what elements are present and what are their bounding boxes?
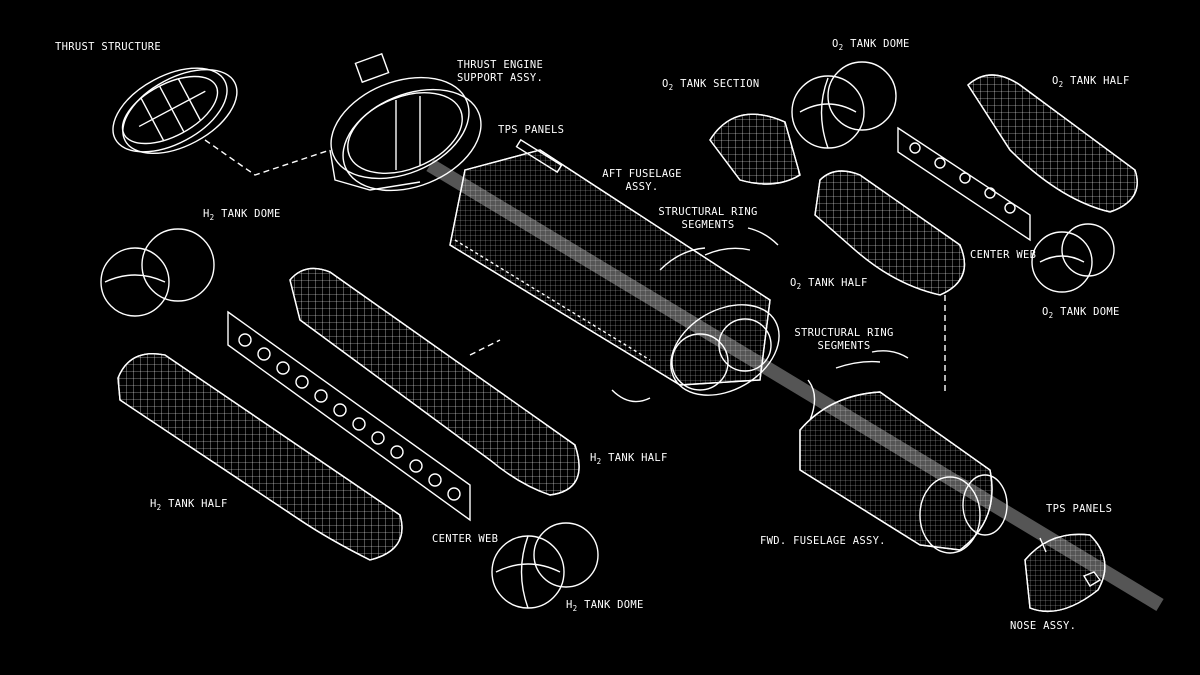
label-h2-tank-half-right: H2 TANK HALF — [590, 452, 668, 466]
h2-tank-half-right — [289, 267, 580, 496]
label-thrust-engine-line2: SUPPORT ASSY. — [457, 72, 544, 84]
o2-tank-dome-bottom — [1031, 223, 1115, 293]
o2-tank-dome-top — [791, 61, 897, 149]
h2-tank-dome-top — [100, 228, 215, 317]
label-o2-tank-half-mid: O2 TANK HALF — [790, 277, 868, 291]
label-center-web-left: CENTER WEB — [432, 533, 499, 545]
label-structural-ring-mid-line1: STRUCTURAL RING — [794, 327, 894, 339]
label-o2-tank-section: O2 TANK SECTION — [662, 78, 760, 92]
aft-fuselage-assy — [449, 138, 780, 403]
label-structural-ring-top-line2: SEGMENTS — [681, 219, 735, 231]
label-structural-ring-top-line1: STRUCTURAL RING — [658, 206, 758, 218]
label-o2-tank-half-top: O2 TANK HALF — [1052, 75, 1130, 89]
label-structural-ring-mid-line2: SEGMENTS — [817, 340, 871, 352]
fwd-fuselage-assy — [799, 391, 1008, 554]
label-h2-tank-half-left: H2 TANK HALF — [150, 498, 228, 512]
h2-tank-dome-bottom — [491, 522, 599, 609]
center-web-right — [897, 126, 1031, 242]
thrust-engine-support-assy — [329, 52, 482, 192]
label-h2-tank-dome-top: H2 TANK DOME — [203, 208, 281, 222]
o2-tank-half-top — [967, 74, 1138, 213]
nose-assy — [1024, 533, 1106, 613]
leader-left — [469, 339, 501, 356]
label-o2-tank-dome-top: O2 TANK DOME — [832, 38, 910, 52]
label-nose-assy: NOSE ASSY. — [1010, 620, 1077, 632]
thrust-structure — [112, 67, 238, 155]
label-aft-fuselage-line1: AFT FUSELAGE — [602, 168, 682, 180]
label-fwd-fuselage: FWD. FUSELAGE ASSY. — [760, 535, 886, 547]
label-tps-panels-nose: TPS PANELS — [1046, 503, 1113, 515]
label-o2-tank-dome-bottom: O2 TANK DOME — [1042, 306, 1120, 320]
label-center-web-right: CENTER WEB — [970, 249, 1037, 261]
label-tps-panels-aft: TPS PANELS — [498, 124, 565, 136]
structural-ring-segments-top — [659, 227, 779, 271]
label-h2-tank-dome-bottom: H2 TANK DOME — [566, 599, 644, 613]
h2-tank-half-left — [117, 353, 403, 561]
label-thrust-structure: THRUST STRUCTURE — [55, 41, 161, 53]
center-web-left — [227, 310, 471, 522]
o2-tank-section — [709, 113, 801, 185]
o2-tank-half-mid — [814, 170, 966, 296]
leader-thrust — [204, 139, 331, 176]
label-aft-fuselage-line2: ASSY. — [625, 181, 659, 193]
structural-ring-segments-mid — [807, 350, 909, 421]
label-thrust-engine-line1: THRUST ENGINE — [457, 59, 544, 71]
